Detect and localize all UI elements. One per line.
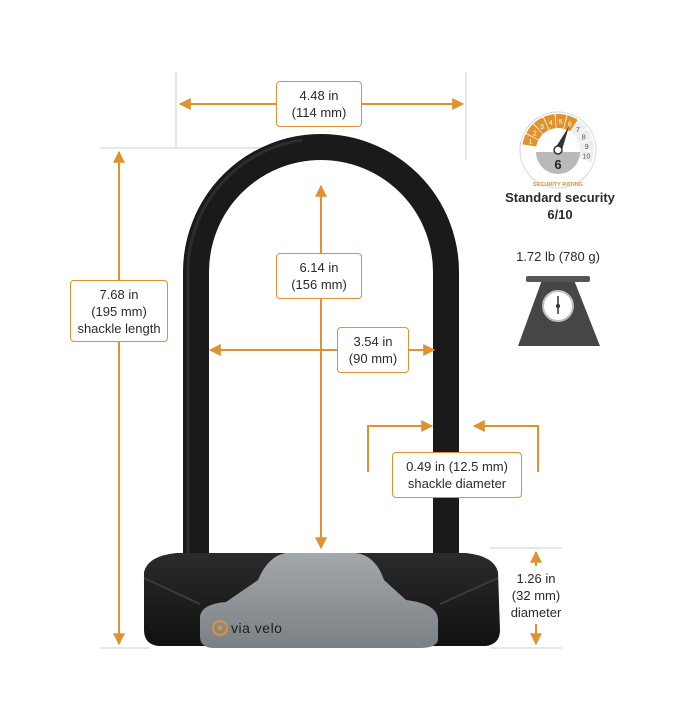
dial-number: 10	[583, 154, 591, 161]
dial-segment	[578, 150, 594, 163]
dial-hub	[553, 145, 563, 155]
dial-number: 2	[533, 130, 537, 137]
security-title: Standard security	[505, 190, 615, 205]
security-score: 6/10	[547, 207, 573, 222]
body-diameter-label: 1.26 in (32 mm) diameter	[504, 566, 568, 624]
brand-name: via velo	[231, 620, 282, 636]
brand-logo-icon	[212, 620, 228, 636]
dial-number: 6	[568, 122, 572, 129]
dial-number: 3	[540, 124, 544, 131]
arrow-shackle-diameter-right	[472, 420, 539, 472]
lock-body	[143, 553, 500, 648]
arrow-shackle-diameter-left	[367, 420, 434, 472]
dial-segment	[526, 124, 543, 140]
overall-width-label: 4.48 in (114 mm)	[276, 81, 362, 127]
dial-segment	[575, 128, 593, 144]
inner-width-label: 3.54 in (90 mm)	[337, 327, 409, 373]
weighing-scale-icon	[518, 276, 600, 346]
weight-label: 1.72 lb (780 g)	[516, 249, 600, 264]
dial-number: 1	[528, 139, 532, 146]
dial-segment	[533, 117, 549, 134]
dial-segment	[543, 114, 556, 130]
shackle-diameter-label: 0.49 in (12.5 mm) shackle diameter	[392, 452, 522, 498]
dial-segment	[563, 115, 578, 132]
dial-segment	[570, 120, 587, 137]
dial-base	[536, 152, 580, 174]
dial-number: 4	[549, 120, 553, 127]
shackle	[183, 134, 459, 560]
security-rating-caption: SECURITY RATING	[533, 182, 583, 188]
shackle-length-label: 7.68 in (195 mm) shackle length	[70, 280, 168, 342]
dial-needle	[554, 126, 569, 150]
dial-number: 7	[576, 127, 580, 134]
dial-number: 9	[585, 144, 589, 151]
dial-number: 8	[582, 135, 586, 142]
dial-number: 5	[559, 119, 563, 126]
dial-segment	[555, 114, 567, 129]
dial-segment	[579, 139, 594, 151]
reference-lines	[100, 72, 562, 649]
dial-segment	[522, 133, 539, 147]
security-rating-value: 6	[554, 157, 561, 172]
inner-height-label: 6.14 in (156 mm)	[276, 253, 362, 299]
